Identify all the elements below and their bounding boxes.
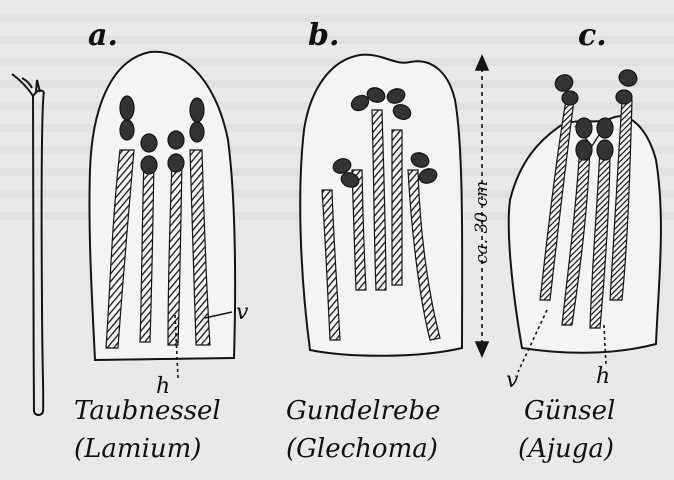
panel-letter-a: a. [88,18,118,53]
caption-name-a: Taubnessel [74,396,221,426]
label-v-c: v [506,368,518,393]
label-v-a: v [236,300,248,325]
caption-name-b: Gundelrebe [286,396,440,426]
caption-genus-a: (Lamium) [74,434,201,464]
caption-name-c: Günsel [524,396,615,426]
side-view-stalk [12,74,44,415]
scale-label: ca. 30 cm [472,188,492,264]
label-h-c: h [596,364,610,389]
flower-ajuga [509,67,661,372]
panel-letter-b: b. [308,18,339,53]
caption-genus-c: (Ajuga) [518,434,614,464]
flower-glechoma [300,55,462,356]
flower-lamium [89,52,235,378]
panel-letter-c: c. [578,18,607,53]
caption-genus-b: (Glechoma) [286,434,438,464]
